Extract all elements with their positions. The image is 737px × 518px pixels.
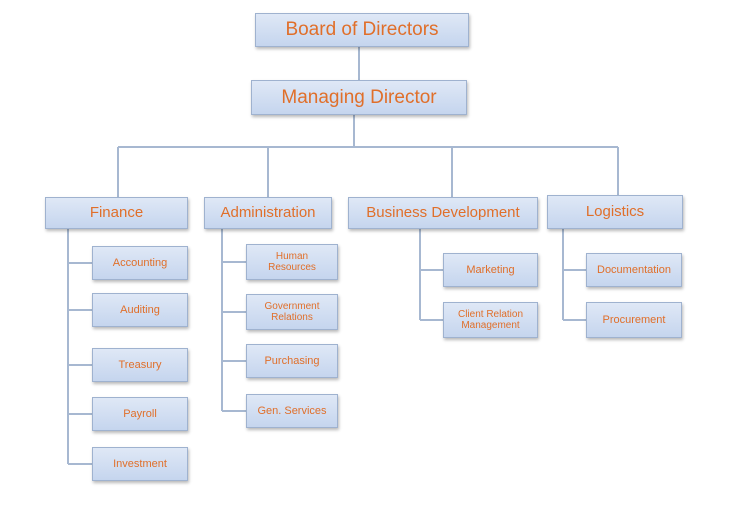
finance-label: Finance: [89, 204, 144, 222]
procurement-box: Procurement: [586, 302, 682, 338]
marketing-label: Marketing: [466, 263, 515, 276]
board-of-directors-box: Board of Directors: [255, 13, 469, 47]
business-development-label: Business Development: [366, 204, 520, 222]
documentation-label: Documentation: [597, 263, 671, 276]
payroll-box: Payroll: [92, 397, 188, 431]
accounting-label: Accounting: [112, 256, 168, 269]
logistics-label: Logistics: [585, 203, 645, 221]
finance-box: Finance: [45, 197, 188, 229]
investment-box: Investment: [92, 447, 188, 481]
business-development-box: Business Development: [348, 197, 538, 229]
purchasing-label: Purchasing: [264, 354, 320, 367]
purchasing-box: Purchasing: [246, 344, 338, 378]
auditing-box: Auditing: [92, 293, 188, 327]
board-of-directors-label: Board of Directors: [285, 19, 439, 41]
marketing-box: Marketing: [443, 253, 538, 287]
government-relations-box: Government Relations: [246, 294, 338, 330]
managing-director-label: Managing Director: [281, 86, 437, 108]
investment-label: Investment: [113, 457, 167, 470]
payroll-label: Payroll: [123, 407, 157, 420]
managing-director-box: Managing Director: [251, 80, 467, 115]
human-resources-label: Human Resources: [268, 250, 316, 274]
gen-services-box: Gen. Services: [246, 394, 338, 428]
documentation-box: Documentation: [586, 253, 682, 287]
client-relation-management-box: Client Relation Management: [443, 302, 538, 338]
gen-services-label: Gen. Services: [257, 404, 327, 417]
human-resources-box: Human Resources: [246, 244, 338, 280]
client-relation-management-label: Client Relation Management: [457, 308, 524, 332]
treasury-label: Treasury: [118, 358, 162, 371]
auditing-label: Auditing: [120, 303, 160, 316]
government-relations-label: Government Relations: [264, 300, 320, 324]
logistics-box: Logistics: [547, 195, 683, 229]
procurement-label: Procurement: [602, 313, 666, 326]
administration-label: Administration: [220, 204, 316, 222]
treasury-box: Treasury: [92, 348, 188, 382]
accounting-box: Accounting: [92, 246, 188, 280]
administration-box: Administration: [204, 197, 332, 229]
